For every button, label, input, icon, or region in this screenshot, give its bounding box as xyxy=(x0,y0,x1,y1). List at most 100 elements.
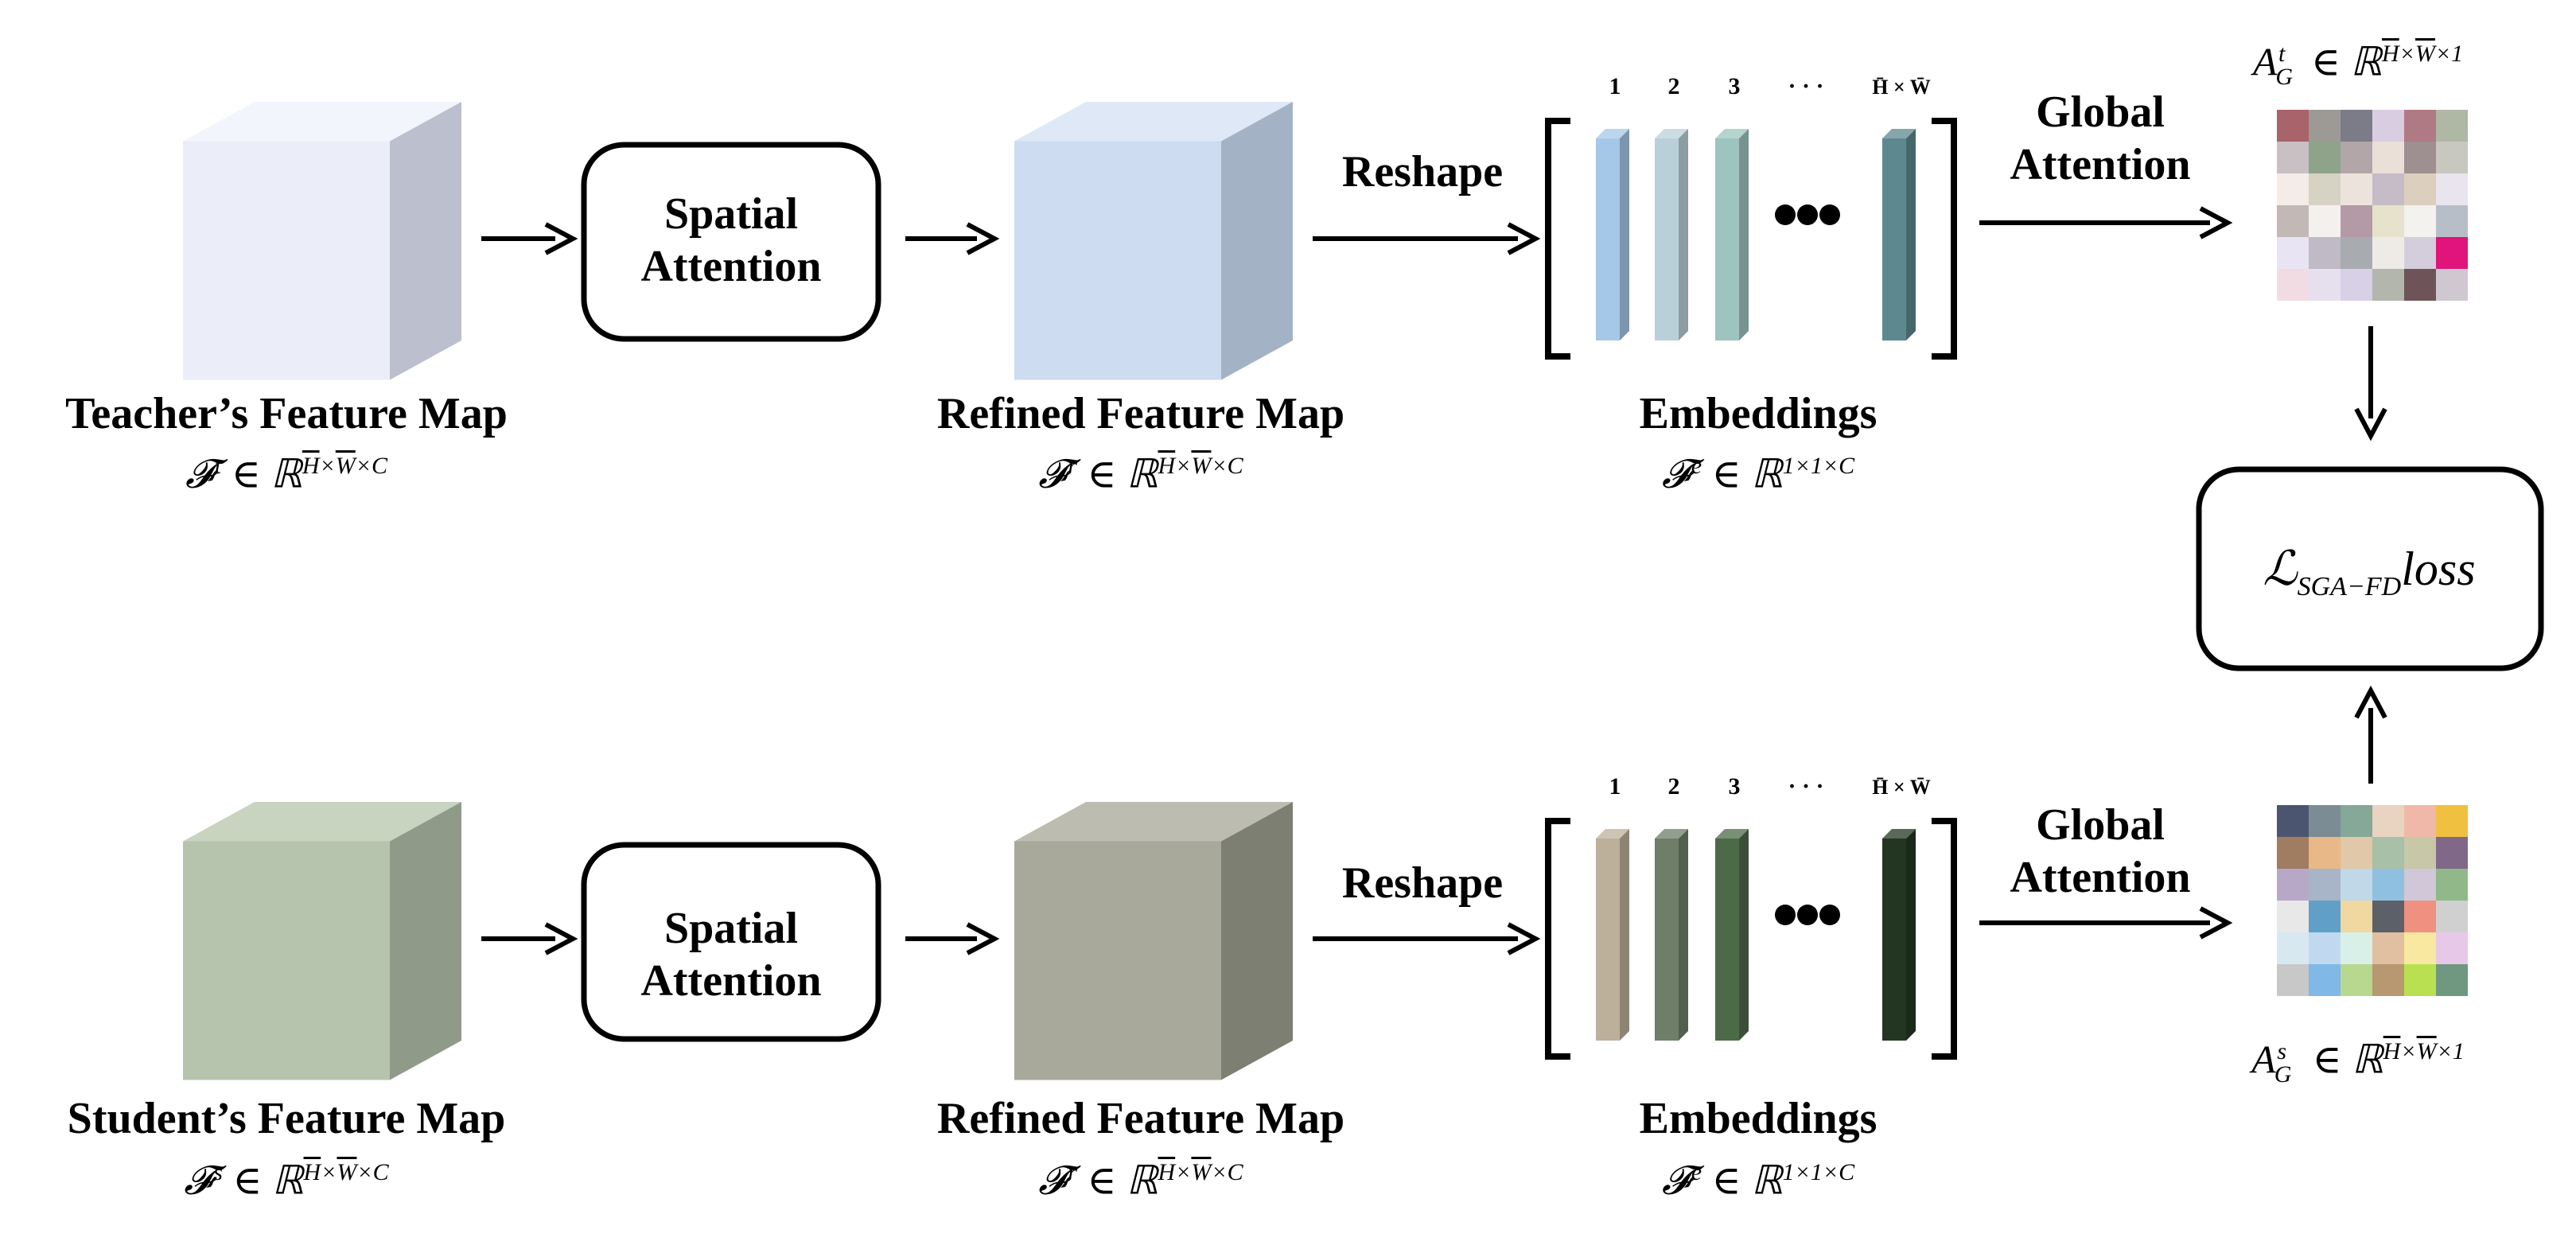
teacher-attention-cell-0-3 xyxy=(2372,110,2404,142)
student-attention-cell-2-0 xyxy=(2277,869,2309,901)
student-embedding-bar-2-side xyxy=(1739,829,1749,1041)
teacher-attention-cell-4-3 xyxy=(2372,237,2404,269)
teacher-attention-cell-2-4 xyxy=(2404,173,2436,205)
student-attention-cell-5-3 xyxy=(2372,964,2404,996)
teacher-refined-cube-side xyxy=(1221,102,1293,380)
student-map-to-loss-arrow-head xyxy=(2354,685,2387,719)
teacher-attention-cell-1-2 xyxy=(2341,142,2372,173)
teacher-embedding-bar-0-side xyxy=(1620,129,1629,340)
student-feature-map-symbol: 𝓕s ∈ ℝH×W×C xyxy=(184,1158,389,1203)
student-attention-map-symbol: AGs ∈ ℝH×W×1 xyxy=(2251,1037,2465,1088)
teacher-map-to-loss-arrow-head xyxy=(2354,407,2387,442)
teacher-attention-cell-2-2 xyxy=(2341,173,2372,205)
student-embedding-bar-3-side xyxy=(1906,829,1916,1041)
student-attention-cell-3-0 xyxy=(2277,901,2309,932)
teacher-ellipsis-dot-1 xyxy=(1797,204,1818,225)
teacher-attention-cell-2-5 xyxy=(2436,173,2468,205)
teacher-embedding-bar-3-side xyxy=(1906,129,1916,340)
teacher-attention-map-symbol: AGt ∈ ℝH×W×1 xyxy=(2252,39,2464,90)
teacher-refined-feature-map-symbol: 𝓕r ∈ ℝH×W×C xyxy=(1038,451,1243,496)
teacher-attention-cell-1-3 xyxy=(2372,142,2404,173)
teacher-embedding-bar-2-side xyxy=(1739,129,1749,340)
teacher-embedding-index-4: H̄ × W̄ xyxy=(1872,76,1931,99)
teacher-embedding-bar-0-front xyxy=(1596,138,1620,340)
teacher-attention-cell-3-5 xyxy=(2436,205,2468,237)
teacher-left-bracket xyxy=(1545,118,1570,360)
student-embedding-bar-3-front xyxy=(1882,839,1906,1041)
student-reshape-arrow-head xyxy=(1507,922,1541,955)
student-arrow-to-refined-head xyxy=(966,922,1000,955)
teacher-embedding-index-1: 2 xyxy=(1668,73,1680,99)
student-attention-cell-0-2 xyxy=(2341,805,2372,837)
student-attention-cell-5-2 xyxy=(2341,964,2372,996)
student-embeddings-symbol: 𝓕e ∈ ℝ1×1×C xyxy=(1661,1158,1855,1203)
student-embedding-bar-0-top xyxy=(1596,829,1629,839)
student-embedding-bar-0-side xyxy=(1620,829,1629,1041)
student-attention-cell-5-0 xyxy=(2277,964,2309,996)
teacher-embedding-bar-1-front xyxy=(1655,138,1679,340)
student-ellipsis-dot-2 xyxy=(1819,905,1840,925)
teacher-attention-cell-3-4 xyxy=(2404,205,2436,237)
student-left-bracket xyxy=(1545,818,1570,1060)
teacher-spatial-attention-box xyxy=(581,142,881,342)
student-input-cube-front xyxy=(183,841,390,1080)
student-refined-cube-side xyxy=(1221,802,1293,1080)
teacher-embedding-index-2: 3 xyxy=(1729,73,1741,99)
teacher-embedding-bar-2-top xyxy=(1715,129,1749,138)
teacher-attention-cell-3-1 xyxy=(2309,205,2341,237)
student-attention-cell-4-2 xyxy=(2341,932,2372,964)
teacher-attention-cell-5-0 xyxy=(2277,269,2309,301)
teacher-attention-cell-0-0 xyxy=(2277,110,2309,142)
teacher-attention-cell-4-4 xyxy=(2404,237,2436,269)
student-attention-cell-1-0 xyxy=(2277,837,2309,869)
student-attention-cell-1-2 xyxy=(2341,837,2372,869)
student-attention-cell-1-1 xyxy=(2309,837,2341,869)
teacher-attention-cell-3-2 xyxy=(2341,205,2372,237)
student-attention-cell-2-4 xyxy=(2404,869,2436,901)
student-attention-cell-3-1 xyxy=(2309,901,2341,932)
student-attention-cell-1-5 xyxy=(2436,837,2468,869)
student-attention-cell-3-2 xyxy=(2341,901,2372,932)
student-input-cube-top xyxy=(183,802,461,842)
teacher-attention-cell-5-2 xyxy=(2341,269,2372,301)
student-embedding-bar-0-front xyxy=(1596,839,1620,1041)
student-embedding-index-4: H̄ × W̄ xyxy=(1872,776,1931,799)
student-attention-cell-3-4 xyxy=(2404,901,2436,932)
teacher-feature-map-symbol: 𝓕t ∈ ℝH×W×C xyxy=(185,451,388,496)
student-ellipsis-dot-0 xyxy=(1775,905,1796,925)
teacher-embedding-bar-3-front xyxy=(1882,138,1906,340)
student-embedding-bar-2-top xyxy=(1715,829,1749,839)
teacher-attention-cell-5-5 xyxy=(2436,269,2468,301)
teacher-input-cube-front xyxy=(183,141,390,380)
teacher-attention-cell-1-4 xyxy=(2404,142,2436,173)
student-reshape-label: Reshape xyxy=(1341,858,1504,908)
teacher-refined-feature-map-label: Refined Feature Map xyxy=(936,389,1345,438)
teacher-attention-cell-2-3 xyxy=(2372,173,2404,205)
student-attention-cell-5-1 xyxy=(2309,964,2341,996)
teacher-right-bracket xyxy=(1932,118,1957,360)
teacher-attention-cell-1-5 xyxy=(2436,142,2468,173)
teacher-embedding-index-0: 1 xyxy=(1609,73,1621,99)
teacher-attention-cell-3-0 xyxy=(2277,205,2309,237)
student-attention-cell-2-2 xyxy=(2341,869,2372,901)
teacher-input-cube-side xyxy=(390,102,461,380)
teacher-reshape-arrow-head xyxy=(1507,222,1541,255)
student-embedding-bar-2-front xyxy=(1715,839,1739,1041)
teacher-embedding-bar-1-top xyxy=(1655,129,1688,138)
student-feature-map-label: Student’s Feature Map xyxy=(67,1094,506,1143)
student-refined-feature-map-label: Refined Feature Map xyxy=(936,1094,1345,1143)
teacher-attention-cell-0-2 xyxy=(2341,110,2372,142)
student-attention-cell-1-4 xyxy=(2404,837,2436,869)
student-attention-cell-2-1 xyxy=(2309,869,2341,901)
student-attention-cell-0-1 xyxy=(2309,805,2341,837)
loss-label: ℒSGA−FDloss xyxy=(2263,543,2476,601)
teacher-embedding-bar-3-top xyxy=(1882,129,1916,138)
teacher-attention-cell-2-0 xyxy=(2277,173,2309,205)
student-attention-cell-0-3 xyxy=(2372,805,2404,837)
teacher-feature-map-label: Teacher’s Feature Map xyxy=(65,389,508,438)
teacher-input-cube-top xyxy=(183,102,461,142)
